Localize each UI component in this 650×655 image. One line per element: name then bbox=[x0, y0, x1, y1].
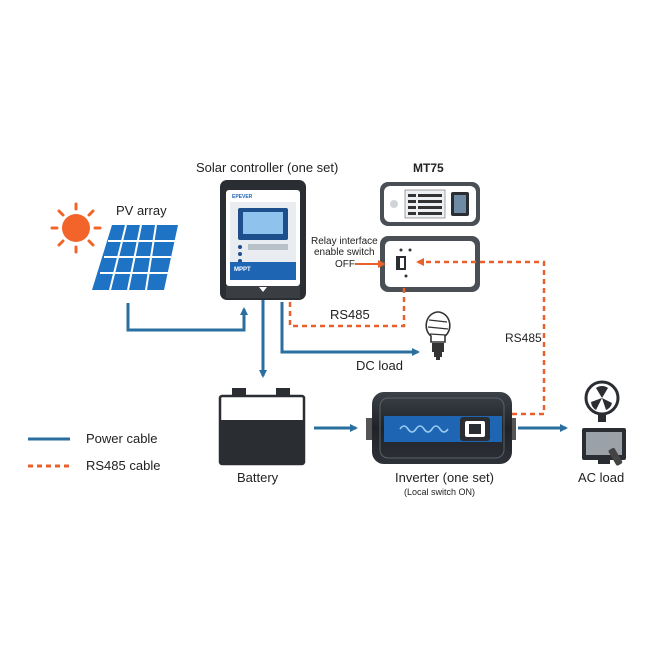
ac-load-icon bbox=[582, 380, 626, 466]
mt75-back-panel bbox=[380, 236, 480, 292]
pv-panel-icon bbox=[92, 224, 178, 291]
rs485-cable-controller-mt75 bbox=[288, 284, 406, 328]
ac-load-label: AC load bbox=[578, 470, 625, 485]
battery-label: Battery bbox=[237, 470, 279, 485]
dc-load-label: DC load bbox=[356, 358, 403, 373]
solar-controller-device bbox=[220, 180, 306, 300]
power-cable-pv-controller bbox=[126, 303, 248, 332]
solar-controller-label: Solar controller (one set) bbox=[196, 160, 339, 175]
battery-icon bbox=[218, 388, 306, 466]
dc-load-bulb-icon bbox=[425, 311, 451, 360]
inverter-device bbox=[366, 392, 516, 464]
rs485-label-controller: RS485 bbox=[330, 307, 370, 322]
rs485-label-inverter: RS485 bbox=[505, 331, 542, 345]
inverter-sub-label: (Local switch ON) bbox=[404, 487, 476, 497]
legend-rs485-label: RS485 cable bbox=[86, 458, 161, 473]
sun-icon bbox=[50, 202, 102, 254]
relay-switch-label: enable switch bbox=[314, 247, 375, 258]
inverter-label: Inverter (one set) bbox=[395, 470, 494, 485]
mt75-label: MT75 bbox=[413, 161, 444, 175]
controller-model: MPPT bbox=[234, 267, 251, 273]
pv-array-label: PV array bbox=[116, 203, 167, 218]
mt75-meter-device bbox=[380, 182, 480, 226]
controller-brand: EPEVER bbox=[232, 194, 253, 200]
power-cable-controller-dcload bbox=[280, 302, 420, 356]
legend-power-label: Power cable bbox=[86, 431, 158, 446]
relay-interface-label: Relay interface bbox=[311, 236, 378, 247]
rs485-cable-inverter-mt75 bbox=[416, 258, 546, 416]
relay-off-label: OFF bbox=[335, 259, 355, 270]
